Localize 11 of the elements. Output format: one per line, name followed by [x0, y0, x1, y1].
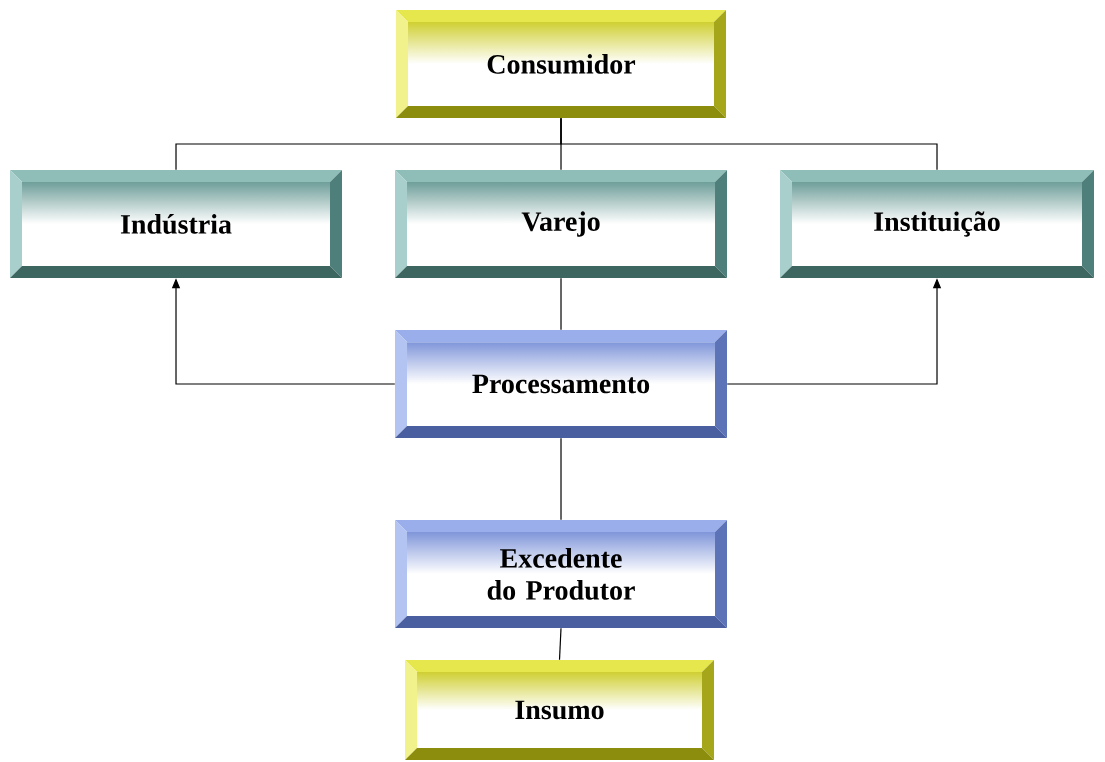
process-box: Excedente do Produtor: [395, 520, 727, 628]
process-box: Varejo: [395, 170, 727, 278]
process-box: Instituição: [780, 170, 1094, 278]
connector: [560, 277, 562, 331]
process-box: Insumo: [405, 660, 714, 760]
process-box: Processamento: [395, 330, 727, 438]
connector: [558, 627, 562, 661]
connector: [560, 437, 562, 521]
connector: [560, 117, 938, 171]
process-box: Indústria: [10, 170, 342, 278]
process-box: Consumidor: [396, 10, 726, 118]
